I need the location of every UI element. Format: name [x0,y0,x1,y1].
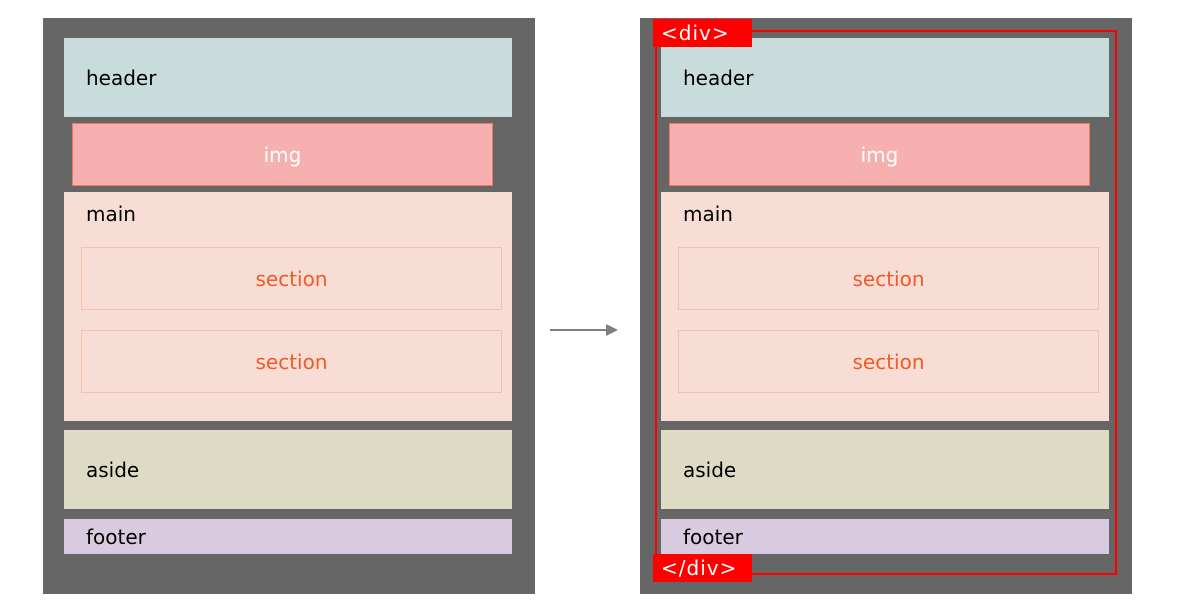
img-label: img [263,142,302,167]
main-label: main [86,202,136,226]
aside-label: aside [86,457,140,482]
layout-after-panel: header img main section section aside fo… [640,18,1132,594]
section-block: section [81,330,502,393]
footer-label: footer [683,524,743,549]
aside-block: aside [64,430,512,509]
div-wrapper-outline [655,30,1117,575]
section-block: section [678,330,1099,393]
section-label: section [852,266,925,291]
layout-before-panel: header img main section section aside fo… [43,18,535,594]
div-close-tag: </div> [653,554,752,582]
aside-label: aside [683,457,737,482]
img-block: img [72,123,493,186]
footer-label: footer [86,524,146,549]
header-label: header [683,65,754,90]
section-label: section [255,349,328,374]
header-label: header [86,65,157,90]
footer-block: footer [661,519,1109,554]
div-open-tag: <div> [653,19,752,47]
section-block: section [81,247,502,310]
main-block: main section section [661,192,1109,421]
header-block: header [64,38,512,117]
footer-block: footer [64,519,512,554]
section-label: section [852,349,925,374]
img-label: img [860,142,899,167]
section-block: section [678,247,1099,310]
section-label: section [255,266,328,291]
aside-block: aside [661,430,1109,509]
header-block: header [661,38,1109,117]
main-block: main section section [64,192,512,421]
img-block: img [669,123,1090,186]
main-label: main [683,202,733,226]
right-arrow-icon [550,324,618,336]
